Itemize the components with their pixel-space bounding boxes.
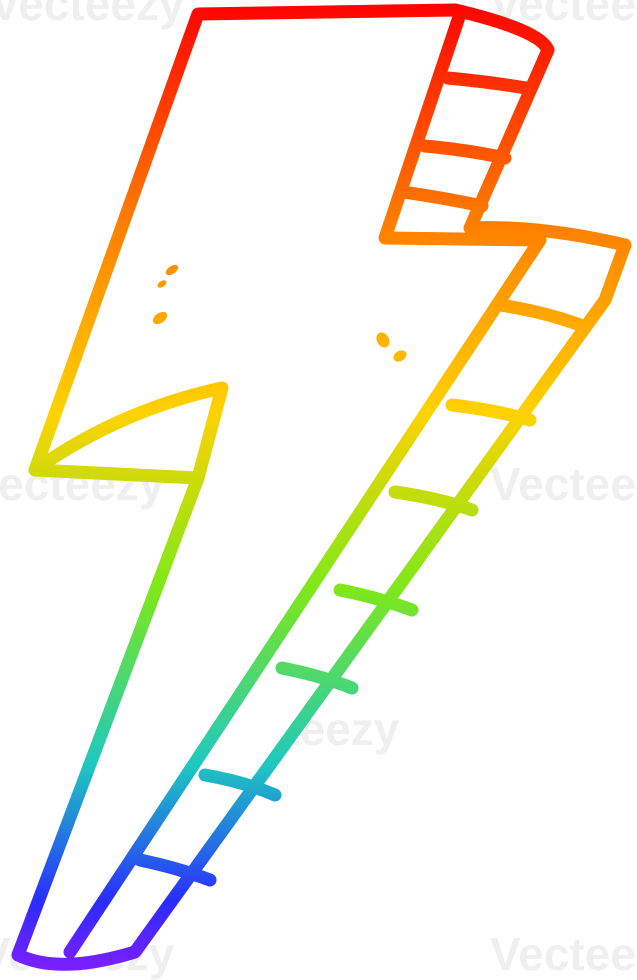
rung xyxy=(396,185,489,213)
rung xyxy=(333,583,419,617)
texture-dot xyxy=(165,264,179,276)
bolt-notch xyxy=(28,381,229,485)
bolt-outline xyxy=(11,3,632,971)
texture-dot xyxy=(376,332,390,348)
watermark-text: Vecteezy xyxy=(0,0,185,30)
watermark-text: Vecteezy xyxy=(490,458,637,510)
side-band-rungs xyxy=(133,71,587,887)
rung xyxy=(418,139,512,165)
rung xyxy=(388,485,479,517)
watermark-text: Vecteezy xyxy=(490,928,637,980)
rung xyxy=(445,398,537,427)
rung xyxy=(198,768,282,802)
texture-dot xyxy=(393,350,407,362)
texture-dot xyxy=(157,280,167,288)
rung xyxy=(133,853,217,887)
rung xyxy=(441,71,533,95)
texture-dot xyxy=(152,311,168,325)
rung xyxy=(275,661,359,695)
rung xyxy=(493,298,587,332)
bolt-face-edge xyxy=(63,7,547,959)
texture-marks xyxy=(152,264,407,362)
bolt-strokes xyxy=(11,3,632,971)
